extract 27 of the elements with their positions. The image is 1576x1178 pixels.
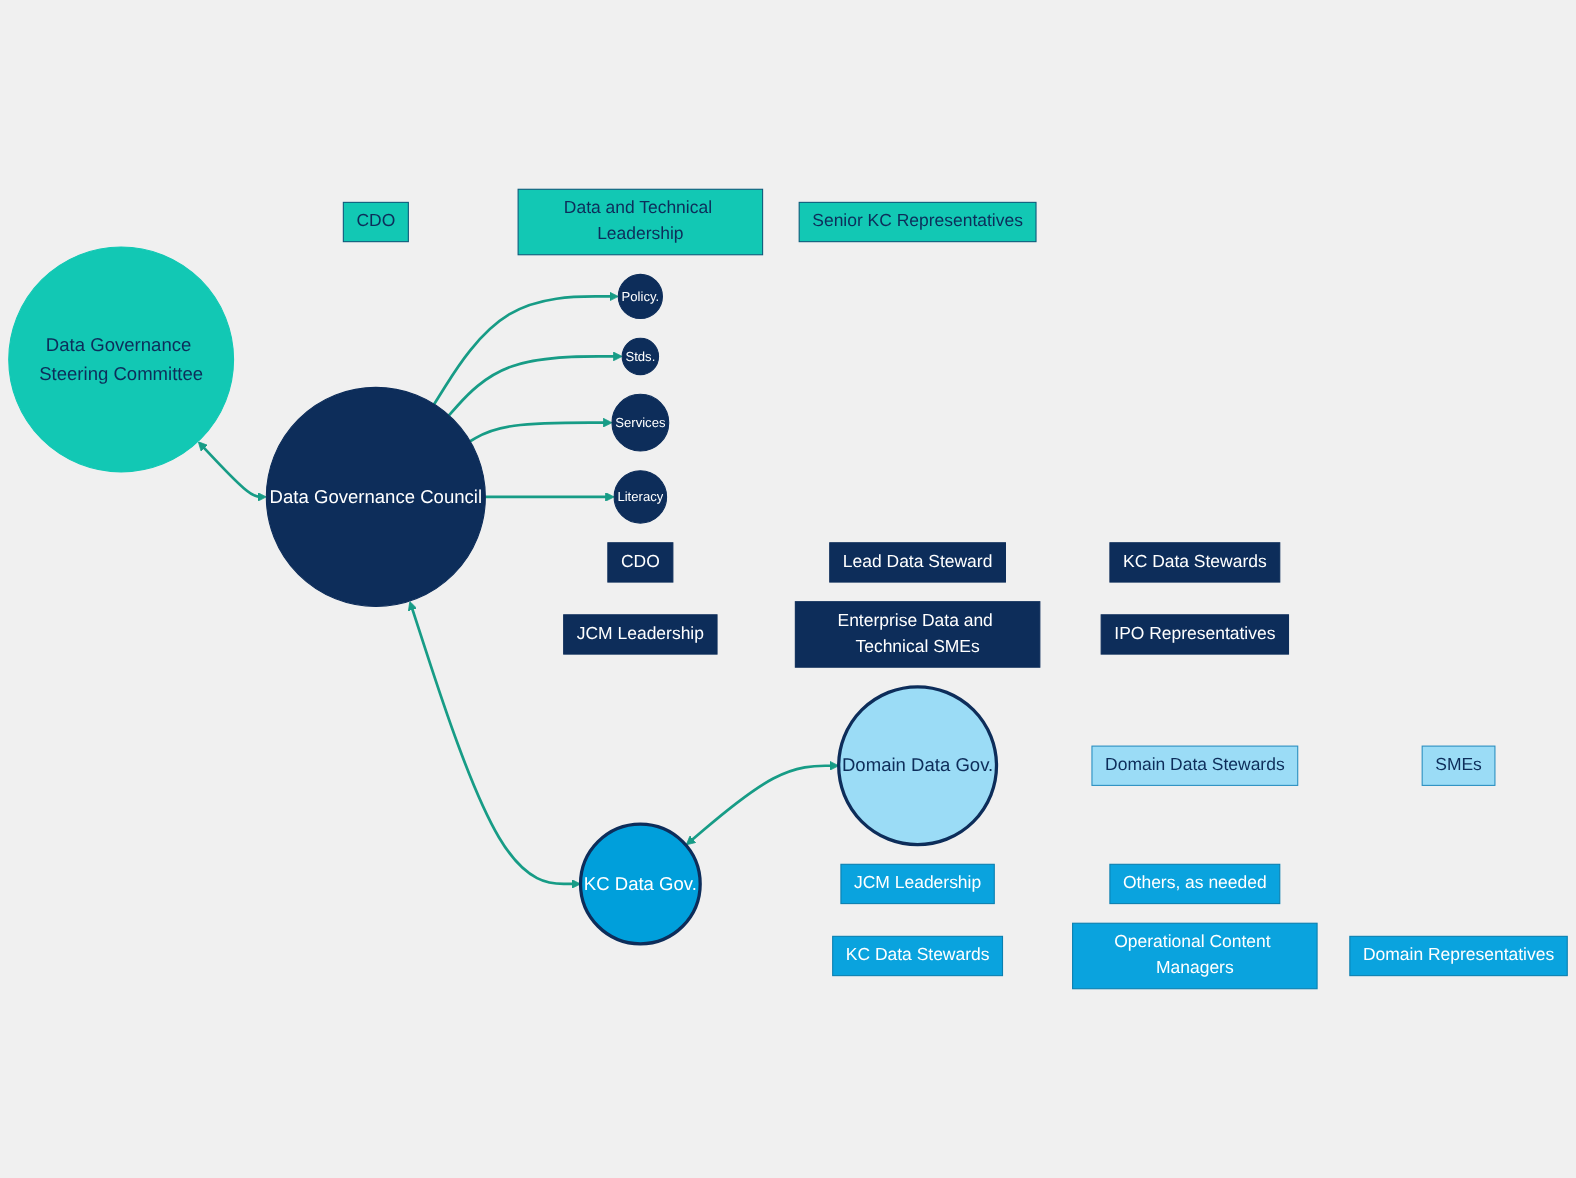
node-circle: Domain Data Gov.	[837, 685, 999, 847]
node-box: CDO	[607, 542, 674, 583]
node-box: Domain Data Stewards	[1091, 745, 1299, 786]
node-box: Data and Technical Leadership	[517, 188, 764, 256]
node-circle: Data Governance Steering Committee	[8, 246, 235, 473]
arrow	[485, 492, 615, 502]
node-box: Operational Content Managers	[1072, 922, 1318, 990]
arrow	[432, 291, 619, 405]
arrow	[469, 417, 613, 443]
arrow	[197, 441, 267, 502]
node-box: CDO	[342, 201, 409, 243]
node-box: SMEs	[1421, 745, 1496, 786]
arrow	[447, 351, 623, 417]
node-box: Lead Data Steward	[829, 542, 1006, 583]
node-box: KC Data Stewards	[1109, 542, 1281, 583]
node-box: Enterprise Data and Technical SMEs	[794, 601, 1041, 668]
node-box: Others, as needed	[1109, 863, 1281, 905]
arrow	[685, 760, 840, 846]
node-circle: Data Governance Council	[265, 386, 486, 607]
node-box: Senior KC Representatives	[798, 201, 1037, 243]
node-box: JCM Leadership	[563, 614, 718, 655]
node-box: KC Data Stewards	[832, 935, 1004, 977]
node-box: JCM Leadership	[840, 863, 995, 905]
node-box: IPO Representatives	[1100, 614, 1290, 655]
node-circle: KC Data Gov.	[578, 822, 702, 946]
arrow	[407, 601, 581, 889]
node-box: Domain Representatives	[1349, 935, 1568, 977]
